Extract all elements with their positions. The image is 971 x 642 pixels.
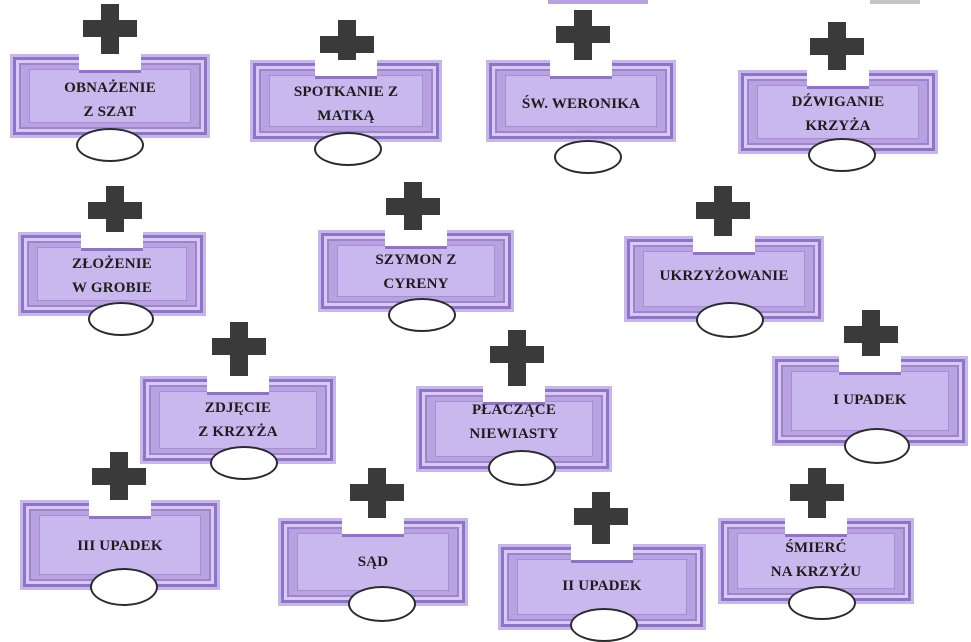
cross-icon bbox=[790, 468, 844, 528]
station-card: III UPADEK bbox=[20, 450, 220, 610]
top-edge-decoration bbox=[548, 0, 648, 4]
cross-icon bbox=[386, 182, 440, 242]
cross-icon bbox=[350, 468, 404, 528]
station-card: II UPADEK bbox=[498, 490, 706, 642]
cross-icon bbox=[88, 186, 142, 246]
station-label: I UPADEK bbox=[833, 392, 907, 408]
top-edge-decoration bbox=[870, 0, 920, 4]
answer-field[interactable] bbox=[808, 138, 876, 172]
answer-field[interactable] bbox=[388, 298, 456, 332]
station-plaque bbox=[486, 60, 676, 142]
cross-icon bbox=[696, 186, 750, 246]
station-plaque bbox=[772, 356, 968, 446]
answer-field[interactable] bbox=[76, 128, 144, 162]
station-card: SĄD bbox=[278, 468, 468, 628]
cross-icon bbox=[92, 452, 146, 512]
station-card: I UPADEK bbox=[772, 308, 968, 473]
answer-field[interactable] bbox=[788, 586, 856, 620]
answer-field[interactable] bbox=[88, 302, 154, 336]
answer-field[interactable] bbox=[696, 302, 764, 338]
cross-icon bbox=[490, 330, 544, 390]
station-label: UKRZYŻOWANIE bbox=[659, 268, 789, 284]
cross-icon bbox=[574, 492, 628, 552]
answer-field[interactable] bbox=[570, 608, 638, 642]
station-label: ŚW. WERONIKA bbox=[521, 96, 641, 112]
station-plaque bbox=[738, 70, 938, 154]
cross-icon bbox=[844, 310, 898, 370]
station-card: UKRZYŻOWANIE bbox=[624, 186, 824, 356]
station-label: II UPADEK bbox=[562, 578, 642, 594]
cross-icon bbox=[810, 22, 864, 82]
station-label: SĄD bbox=[357, 554, 389, 570]
station-plaque bbox=[10, 54, 210, 138]
station-card: ŚW. WERONIKA bbox=[486, 8, 676, 178]
answer-field[interactable] bbox=[488, 450, 556, 486]
answer-field[interactable] bbox=[90, 568, 158, 606]
station-plaque bbox=[250, 60, 442, 142]
cross-icon bbox=[212, 322, 266, 382]
cross-icon bbox=[83, 4, 137, 64]
cross-icon bbox=[556, 10, 610, 70]
answer-field[interactable] bbox=[844, 428, 910, 464]
answer-field[interactable] bbox=[314, 132, 382, 166]
station-label: III UPADEK bbox=[77, 538, 163, 554]
answer-field[interactable] bbox=[210, 446, 278, 480]
answer-field[interactable] bbox=[348, 586, 416, 622]
answer-field[interactable] bbox=[554, 140, 622, 174]
